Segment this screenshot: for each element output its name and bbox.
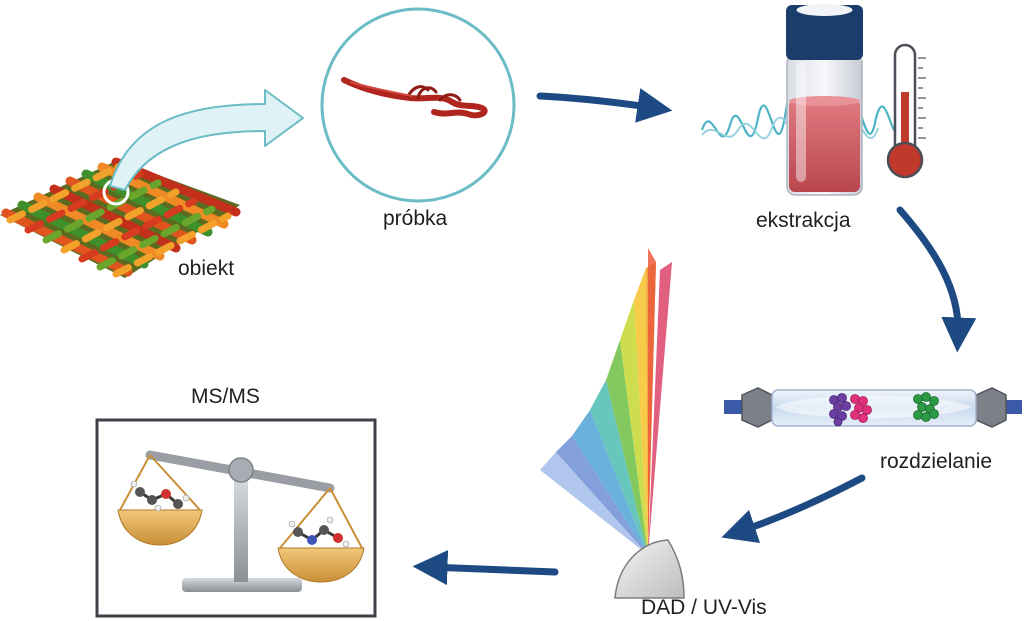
band-purple (829, 393, 851, 427)
callout-arrow (109, 89, 304, 191)
label-object: obiekt (178, 257, 235, 280)
label-mass-spec: MS/MS (191, 385, 260, 408)
arrow-separation-to-detection (721, 474, 866, 544)
flow-arrows (412, 88, 977, 586)
vial-with-waves-and-thermometer-icon (700, 4, 926, 196)
label-sample: próbka (383, 207, 448, 230)
molecule-right-icon (288, 516, 350, 548)
thread-fiber-icon (341, 77, 488, 119)
label-extraction: ekstrakcja (756, 209, 851, 232)
balance-scale-molecules-icon (117, 450, 365, 592)
band-pink (850, 394, 872, 423)
label-separation: rozdzielanie (880, 450, 993, 473)
label-detection: DAD / UV-Vis (641, 596, 767, 619)
molecule-left-icon (130, 480, 190, 512)
chromatography-column-icon (724, 387, 1022, 428)
sample-circle (320, 7, 516, 203)
prism-spectrum-icon (540, 248, 685, 599)
arrow-extraction-to-separation (896, 206, 977, 353)
woven-textile-icon (0, 157, 241, 278)
arrow-detection-to-ms (412, 550, 559, 586)
thermometer-icon (886, 43, 926, 179)
arrow-sample-to-extraction (536, 88, 673, 123)
band-green (913, 392, 939, 422)
